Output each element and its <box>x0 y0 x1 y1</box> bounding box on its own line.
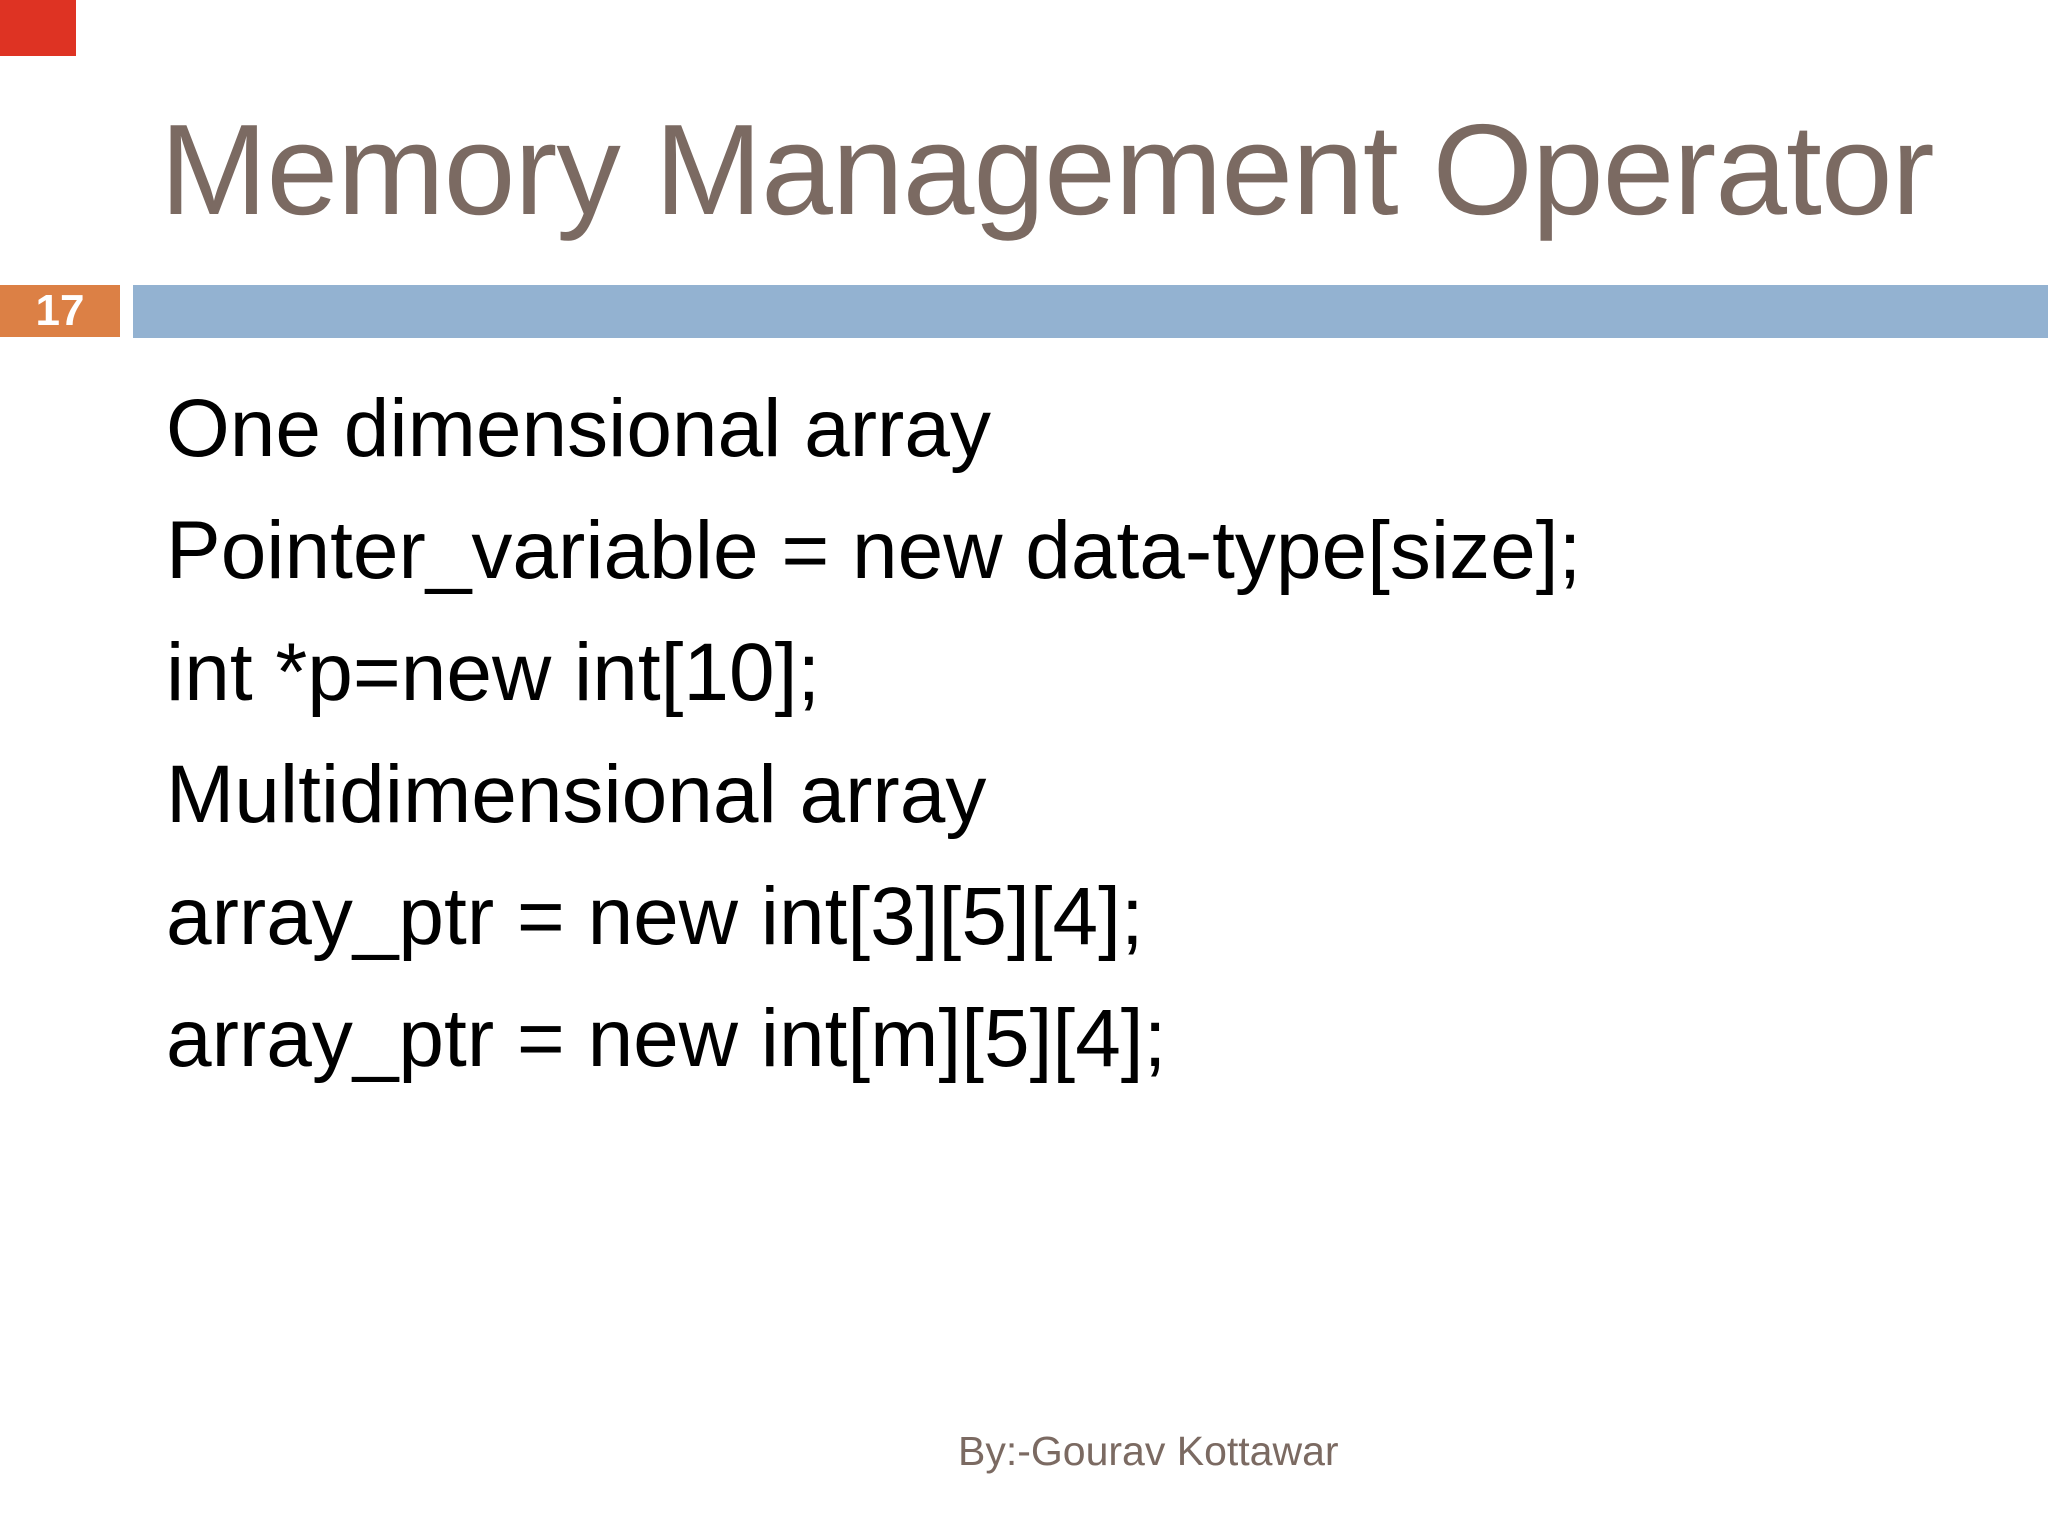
body-line: One dimensional array <box>166 383 991 474</box>
divider-bar <box>133 285 2048 338</box>
page-number-badge: 17 <box>0 285 120 337</box>
body-line: int *p=new int[10]; <box>166 627 821 718</box>
body-line: array_ptr = new int[3][5][4]; <box>166 871 1144 962</box>
footer-credit: By:-Gourav Kottawar <box>958 1428 1339 1474</box>
body-line: array_ptr = new int[m][5][4]; <box>166 993 1167 1084</box>
body-line: Multidimensional array <box>166 749 987 840</box>
page-number: 17 <box>35 286 85 335</box>
corner-red-marker <box>0 0 76 56</box>
body-line: Pointer_variable = new data-type[size]; <box>166 505 1582 596</box>
body-text-block: One dimensional array Pointer_variable =… <box>166 368 1966 1100</box>
slide-title: Memory Management Operator <box>160 98 1935 242</box>
